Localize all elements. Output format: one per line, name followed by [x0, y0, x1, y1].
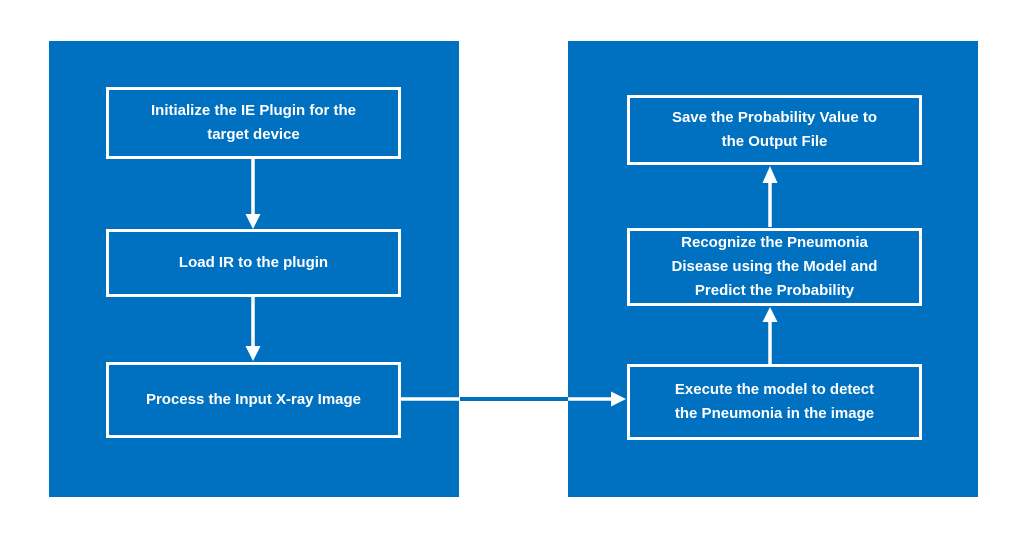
flow-step-execute-model: Execute the model to detect the Pneumoni…	[627, 364, 922, 440]
flow-step-process-input-image: Process the Input X-ray Image	[106, 362, 401, 438]
flow-step-recognize-pneumonia: Recognize the Pneumonia Disease using th…	[627, 228, 922, 306]
flow-step-initialize-ie-plugin: Initialize the IE Plugin for the target …	[106, 87, 401, 159]
flow-step-load-ir: Load IR to the plugin	[106, 229, 401, 297]
flow-step-save-probability: Save the Probability Value to the Output…	[627, 95, 922, 165]
